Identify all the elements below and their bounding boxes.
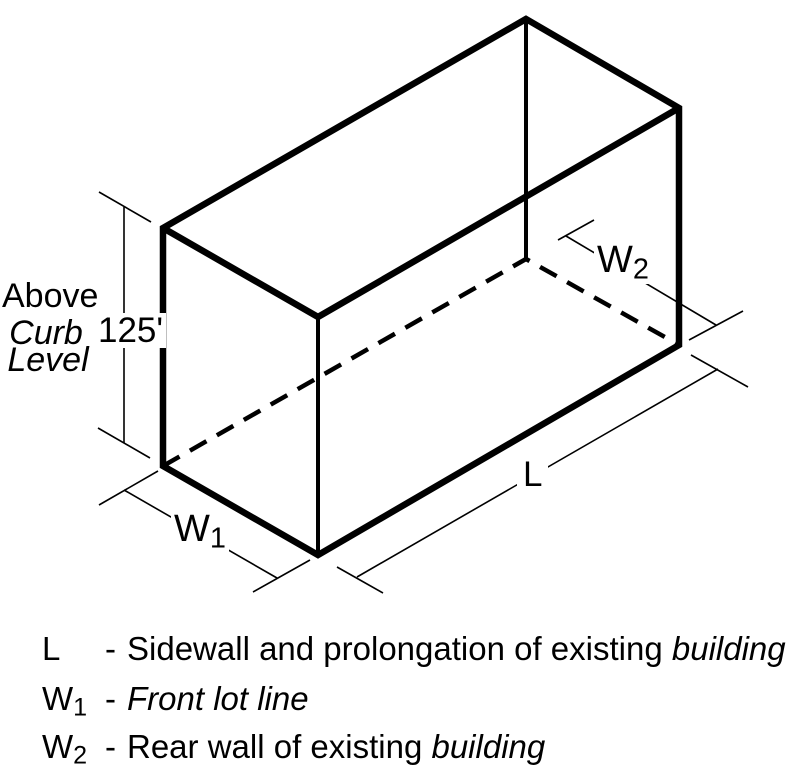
legend-description: Sidewall and prolongation of existing (127, 630, 672, 667)
legend-separator: - (105, 630, 116, 667)
label-l: L (517, 457, 549, 492)
legend-symbol-base: L (42, 630, 61, 667)
legend-symbol-base: W (42, 680, 74, 717)
height-extension-top (98, 191, 152, 223)
legend-symbol-base: W (42, 728, 74, 765)
legend-item-w2: W2-Rear wall of existing building (42, 730, 545, 773)
legend-symbol: W2 (42, 730, 105, 773)
label-w1: W1 (171, 508, 229, 555)
l-extension-left (336, 566, 384, 594)
height-label-above: Above (2, 277, 99, 315)
legend-item-w1: W1-Front lot line (42, 682, 309, 725)
legend-description-italic: building (671, 630, 786, 667)
isometric-box-drawing (97, 15, 749, 594)
label-w2-subscript: 2 (632, 253, 649, 286)
legend-separator: - (105, 728, 116, 765)
box-top-front-edges (161, 105, 681, 321)
height-value: 125' (95, 313, 167, 348)
l-extension-right (690, 354, 749, 388)
label-w2-base: W (597, 239, 633, 281)
box-hidden-bottom-edges (161, 256, 681, 468)
w1-extension-left (98, 470, 159, 506)
label-w1-subscript: 1 (209, 522, 226, 555)
w1-extension-right (252, 559, 311, 593)
legend-symbol-subscript: 2 (73, 741, 88, 770)
label-w2: W2 (594, 239, 652, 286)
height-label-curb: Curb (9, 314, 83, 352)
label-w1-base: W (174, 508, 210, 550)
height-extension-bottom (97, 427, 151, 459)
legend-description: Rear wall of existing (127, 728, 432, 765)
box-outer-edges (159, 15, 683, 559)
legend-description-italic: Front lot line (127, 680, 309, 717)
legend-separator: - (105, 680, 116, 717)
w2-extension-left (557, 219, 595, 241)
legend-symbol: L (42, 632, 105, 675)
legend-description-italic: building (431, 728, 546, 765)
height-label-level: Level (7, 341, 89, 379)
legend-symbol: W1 (42, 682, 105, 725)
w2-extension-right (688, 310, 744, 341)
legend-symbol-subscript: 1 (73, 693, 88, 722)
legend-item-l: L-Sidewall and prolongation of existing … (42, 632, 786, 675)
